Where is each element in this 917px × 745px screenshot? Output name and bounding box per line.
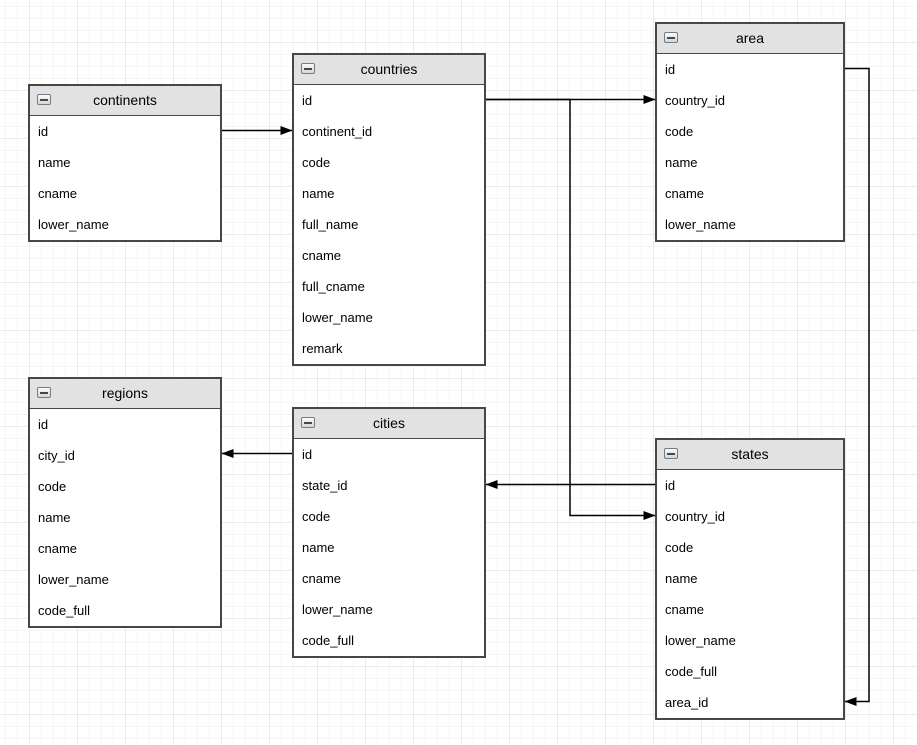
minus-glyph xyxy=(667,452,675,455)
table-row-code_full[interactable]: code_full xyxy=(302,632,355,648)
table-title: cities xyxy=(373,415,405,431)
table-row-remark[interactable]: remark xyxy=(302,340,343,356)
table-row-continent_id[interactable]: continent_id xyxy=(302,123,373,139)
table-row-name[interactable]: name xyxy=(302,539,335,555)
table-row-lower_name[interactable]: lower_name xyxy=(665,632,736,648)
minus-glyph xyxy=(304,421,312,424)
table-row-cname[interactable]: cname xyxy=(665,185,705,201)
table-row-cname[interactable]: cname xyxy=(665,601,705,617)
relationship-edge-countries-id-to-states-country-id[interactable] xyxy=(486,98,656,520)
table-row-id[interactable]: id xyxy=(665,61,676,77)
minus-glyph xyxy=(304,67,312,70)
table-title: countries xyxy=(360,61,418,77)
table-row-cname[interactable]: cname xyxy=(302,247,342,263)
table-row-id[interactable]: id xyxy=(665,477,676,493)
table-header[interactable]: continents xyxy=(30,86,220,116)
table-title: states xyxy=(731,446,769,462)
minus-glyph xyxy=(40,391,48,394)
table-header[interactable]: regions xyxy=(30,379,220,409)
minus-glyph xyxy=(667,36,675,39)
table-row-name[interactable]: name xyxy=(38,154,71,170)
table-row-country_id[interactable]: country_id xyxy=(665,92,725,108)
table-header[interactable]: cities xyxy=(294,409,484,439)
collapse-minus-icon[interactable] xyxy=(664,448,678,460)
table-row-area_id[interactable]: area_id xyxy=(665,694,709,710)
table-title: regions xyxy=(102,385,148,401)
table-row-id[interactable]: id xyxy=(302,92,313,108)
table-row-name[interactable]: name xyxy=(665,154,698,170)
table-row-id[interactable]: id xyxy=(38,416,49,432)
table-row-country_id[interactable]: country_id xyxy=(665,508,725,524)
table-row-code_full[interactable]: code_full xyxy=(38,602,91,618)
table-row-id[interactable]: id xyxy=(38,123,49,139)
table-row-code[interactable]: code xyxy=(302,154,331,170)
table-header[interactable]: countries xyxy=(294,55,484,85)
collapse-minus-icon[interactable] xyxy=(37,387,51,399)
table-title: continents xyxy=(93,92,157,108)
table-row-full_cname[interactable]: full_cname xyxy=(302,278,365,294)
table-row-id[interactable]: id xyxy=(302,446,313,462)
table-row-name[interactable]: name xyxy=(38,509,71,525)
table-row-cname[interactable]: cname xyxy=(38,540,78,556)
entity-table-continents[interactable]: continents id name cname lower_name xyxy=(28,84,222,242)
relationship-edge-area-id-to-states-area-id[interactable] xyxy=(844,67,870,706)
table-row-lower_name[interactable]: lower_name xyxy=(38,216,109,232)
table-row-city_id[interactable]: city_id xyxy=(38,447,75,463)
table-title: area xyxy=(735,30,765,46)
table-row-code_full[interactable]: code_full xyxy=(665,663,718,679)
collapse-minus-icon[interactable] xyxy=(301,417,315,429)
table-row-lower_name[interactable]: lower_name xyxy=(302,309,373,325)
table-row-cname[interactable]: cname xyxy=(38,185,78,201)
table-row-code[interactable]: code xyxy=(302,508,331,524)
collapse-minus-icon[interactable] xyxy=(664,32,678,44)
table-row-name[interactable]: name xyxy=(302,185,335,201)
table-row-name[interactable]: name xyxy=(665,570,698,586)
table-row-state_id[interactable]: state_id xyxy=(302,477,348,493)
table-row-code[interactable]: code xyxy=(665,123,694,139)
table-row-code[interactable]: code xyxy=(38,478,67,494)
table-header[interactable]: area xyxy=(657,24,843,54)
table-row-lower_name[interactable]: lower_name xyxy=(665,216,736,232)
collapse-minus-icon[interactable] xyxy=(37,94,51,106)
table-row-lower_name[interactable]: lower_name xyxy=(38,571,109,587)
table-row-cname[interactable]: cname xyxy=(302,570,342,586)
table-row-full_name[interactable]: full_name xyxy=(302,216,359,232)
collapse-minus-icon[interactable] xyxy=(301,63,315,75)
table-row-code[interactable]: code xyxy=(665,539,694,555)
table-row-lower_name[interactable]: lower_name xyxy=(302,601,373,617)
table-header[interactable]: states xyxy=(657,440,843,470)
minus-glyph xyxy=(40,98,48,101)
